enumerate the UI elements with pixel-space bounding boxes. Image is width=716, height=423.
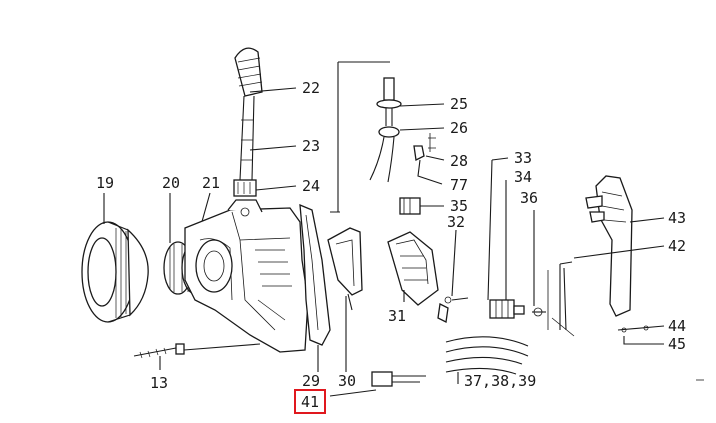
main-housing bbox=[184, 199, 309, 353]
label-35: 35 bbox=[450, 197, 468, 215]
label-24: 24 bbox=[302, 177, 320, 195]
leader-32 bbox=[451, 229, 457, 297]
label-20: 20 bbox=[162, 174, 180, 192]
part-25-26-rod bbox=[369, 77, 436, 183]
label-21: 21 bbox=[202, 174, 220, 192]
part-35-block bbox=[399, 197, 421, 215]
label-33: 33 bbox=[514, 149, 532, 167]
part-13-screw bbox=[133, 343, 185, 359]
leader-33-34 bbox=[487, 157, 509, 301]
label-29: 29 bbox=[302, 372, 320, 390]
label-23: 23 bbox=[302, 137, 320, 155]
label-77: 77 bbox=[450, 176, 468, 194]
part-37-39-wires bbox=[445, 336, 529, 375]
part-31-bracket bbox=[387, 231, 439, 306]
part-36-nut bbox=[532, 307, 546, 317]
label-19: 19 bbox=[96, 174, 114, 192]
leader-13 bbox=[159, 343, 261, 370]
label-36: 36 bbox=[520, 189, 538, 207]
part-44-45-pins bbox=[617, 325, 665, 345]
label-32: 32 bbox=[447, 213, 465, 231]
leader-24 bbox=[255, 185, 297, 191]
label-34: 34 bbox=[514, 168, 532, 186]
label-26: 26 bbox=[450, 119, 468, 137]
part-32-screw bbox=[437, 296, 469, 323]
leader-23 bbox=[249, 145, 297, 151]
frame-line bbox=[330, 61, 390, 213]
label-43: 43 bbox=[668, 209, 686, 227]
part-28-clip bbox=[413, 145, 443, 185]
part-22-24-cable bbox=[233, 47, 263, 197]
label-41: 41 bbox=[301, 393, 319, 411]
part-19-ring bbox=[81, 221, 149, 323]
label-42: 42 bbox=[668, 237, 686, 255]
leader-42 bbox=[573, 245, 665, 259]
label-30: 30 bbox=[338, 372, 356, 390]
part-43-bracket bbox=[547, 175, 633, 337]
label-44: 44 bbox=[668, 317, 686, 335]
part-30-plate bbox=[327, 227, 363, 311]
label-22: 22 bbox=[302, 79, 320, 97]
part-29-gasket bbox=[299, 203, 331, 346]
label-13: 13 bbox=[150, 374, 168, 392]
leader-25 bbox=[399, 103, 445, 107]
label-25: 25 bbox=[450, 95, 468, 113]
leader-41 bbox=[329, 389, 377, 397]
label-31: 31 bbox=[388, 307, 406, 325]
part-33-34-switch bbox=[489, 299, 525, 319]
label-45: 45 bbox=[668, 335, 686, 353]
leader-26 bbox=[399, 127, 445, 131]
highlight-box-41 bbox=[294, 389, 326, 414]
part-41-plug bbox=[371, 371, 426, 387]
leader-22 bbox=[249, 87, 297, 93]
label-28: 28 bbox=[450, 152, 468, 170]
label-37-38-39: 37,38,39 bbox=[464, 372, 536, 390]
leader-43 bbox=[629, 217, 665, 223]
leader-28 bbox=[425, 155, 445, 161]
